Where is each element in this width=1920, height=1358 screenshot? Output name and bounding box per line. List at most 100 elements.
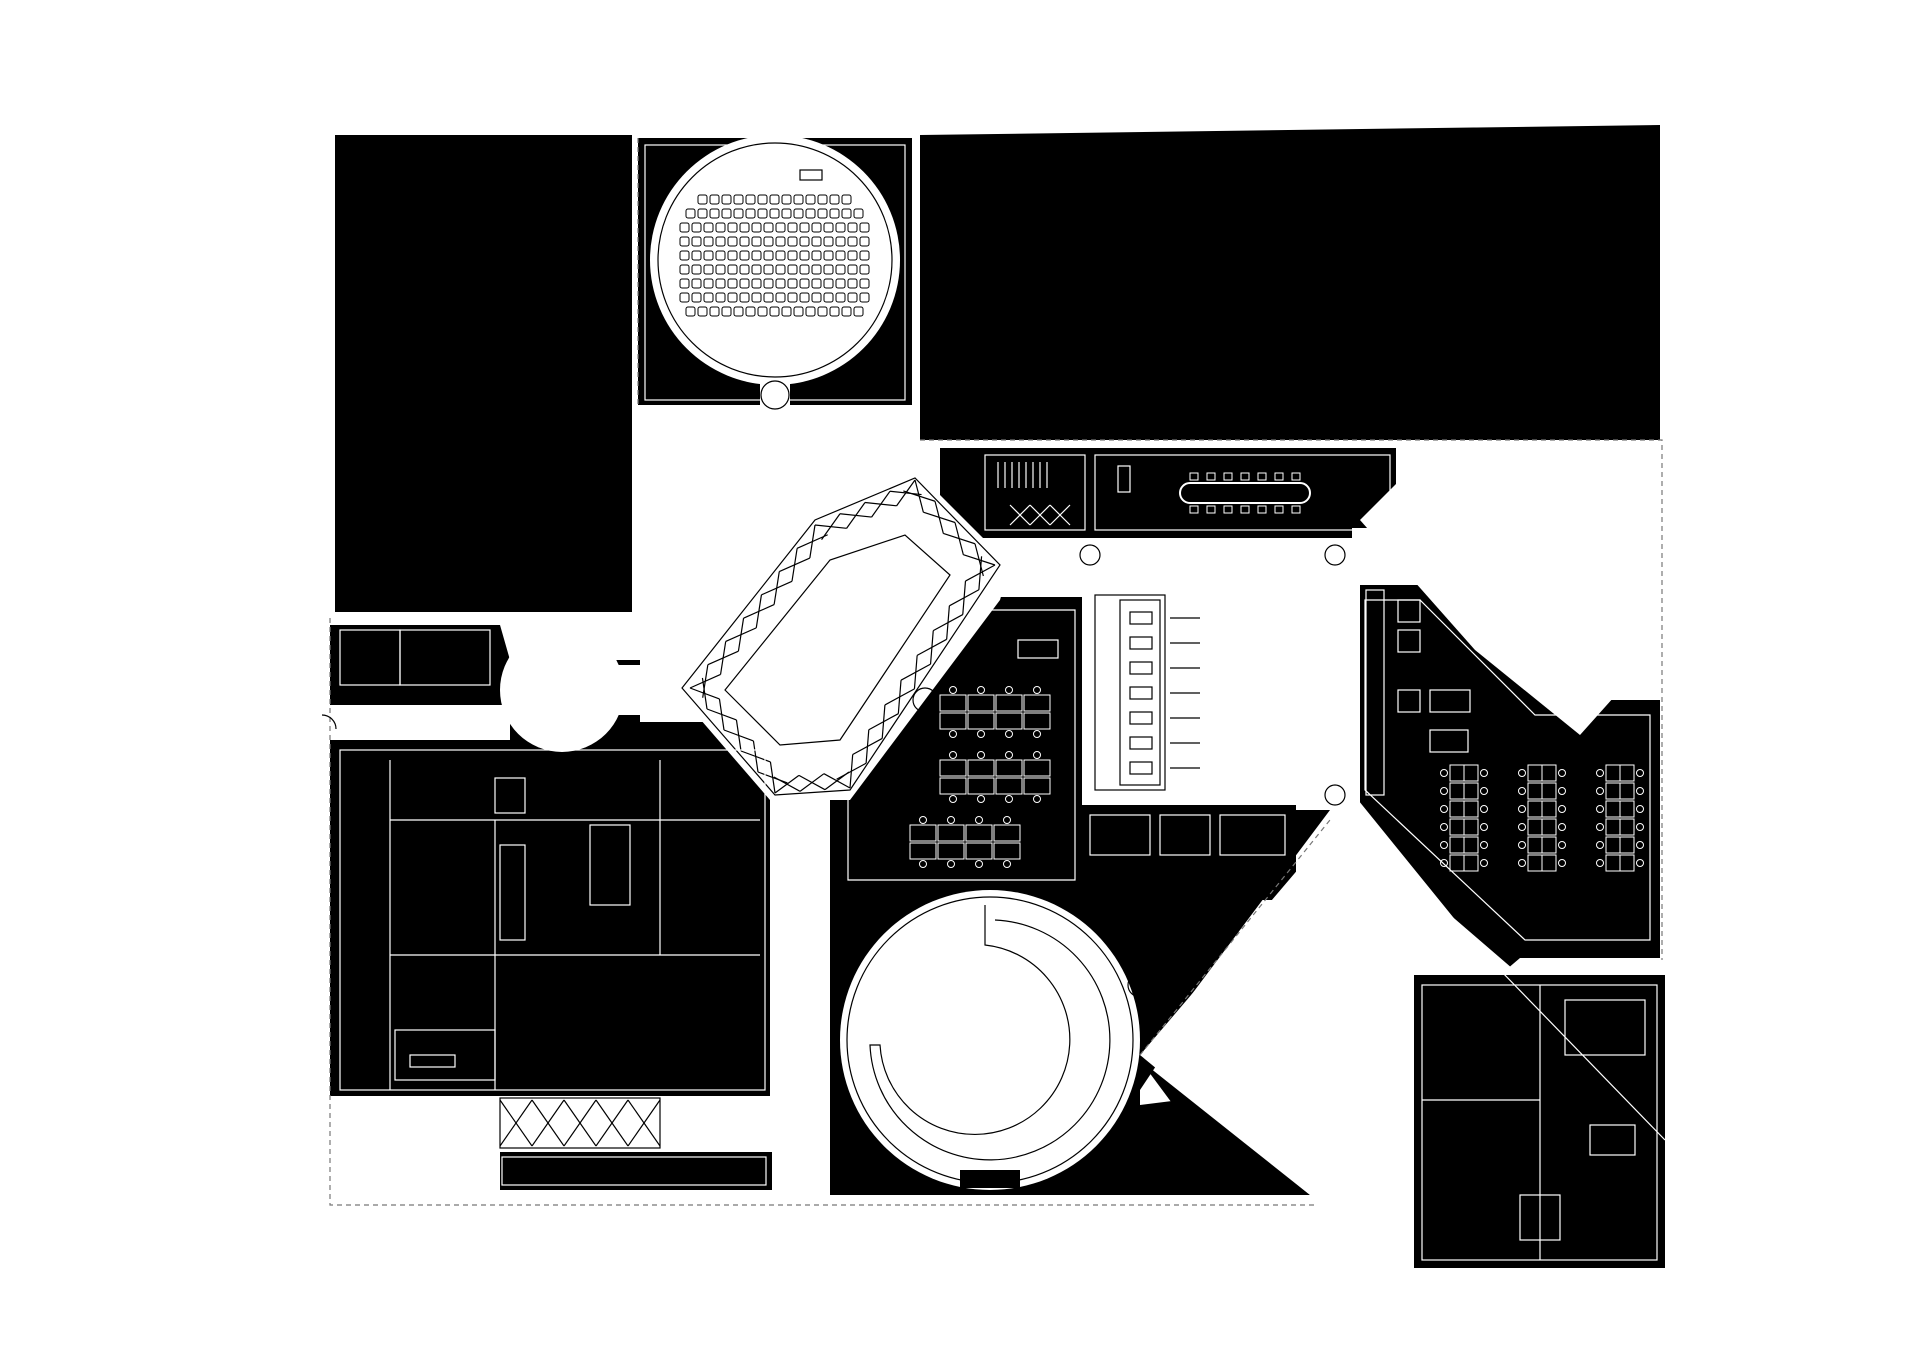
annex-stair — [1589, 1124, 1636, 1156]
office-chair — [1596, 787, 1604, 795]
office-desk — [1463, 854, 1479, 872]
office-chair — [1440, 841, 1448, 849]
classroom-chair — [949, 795, 957, 803]
site-outline-west — [329, 618, 1315, 1206]
washroom-4 — [1429, 689, 1471, 713]
round-vestibule — [500, 628, 624, 752]
auditorium-seat — [691, 292, 702, 303]
stage-seat — [1129, 686, 1153, 700]
site-outline-north — [920, 439, 1663, 960]
west-classroom-desks — [661, 479, 733, 576]
auditorium-seat — [715, 278, 726, 289]
classroom-desk — [677, 530, 691, 542]
east-corridor — [1310, 540, 1360, 810]
meeting-chair — [1291, 472, 1301, 481]
auditorium-seat — [715, 222, 726, 233]
classroom-desk — [719, 564, 733, 576]
auditorium-seat — [805, 208, 816, 219]
neck-link — [612, 665, 690, 715]
truss-brace — [903, 490, 936, 502]
meeting-chair — [1223, 505, 1233, 514]
office-chair — [1596, 769, 1604, 777]
truss-brace — [706, 708, 737, 721]
meeting-chair — [1189, 472, 1199, 481]
central-classroom-block — [830, 597, 1082, 890]
entrance-brace — [595, 1099, 629, 1147]
auditorium-seat — [787, 236, 798, 247]
auditorium-seat — [859, 250, 870, 261]
auditorium-seat — [751, 292, 762, 303]
auditorium-seat — [859, 222, 870, 233]
teacher-desk-west — [684, 591, 714, 605]
service-room-3 — [1219, 814, 1286, 856]
service-room-2 — [1159, 814, 1211, 856]
truss-brace — [963, 554, 996, 566]
auditorium-seat — [703, 222, 714, 233]
auditorium-seat — [697, 194, 708, 205]
stage-seat — [1129, 736, 1153, 750]
classroom-chair — [1033, 751, 1041, 759]
auditorium-seat — [805, 306, 816, 317]
west-lift-detail — [409, 1054, 456, 1068]
classroom-desk — [909, 824, 937, 842]
classroom-desk — [1023, 712, 1051, 730]
auditorium-seat — [721, 208, 732, 219]
auditorium-seat — [847, 264, 858, 275]
classroom-chair — [919, 816, 927, 824]
auditorium-seat — [823, 222, 834, 233]
auditorium-seat — [685, 208, 696, 219]
stair-core — [984, 454, 1086, 531]
round-hall-detail — [846, 896, 1134, 1188]
stage-service-block — [1082, 805, 1296, 900]
truss-brace — [799, 773, 825, 792]
central-classroom-desks — [909, 686, 1051, 868]
central-classroom-wall — [847, 609, 1076, 881]
entrance-brace — [627, 1099, 661, 1147]
classroom-desk — [661, 547, 675, 559]
hall-outer-edge — [681, 477, 1001, 796]
annex-room — [1564, 999, 1646, 1056]
office-desk — [1463, 818, 1479, 836]
classroom-desk — [965, 824, 993, 842]
office-desk — [1619, 836, 1635, 854]
classroom-chair — [947, 860, 955, 868]
auditorium-inner-ring — [657, 142, 893, 378]
auditorium-seat — [859, 264, 870, 275]
auditorium-seat — [679, 236, 690, 247]
east-office — [1364, 589, 1651, 941]
classroom-desk — [719, 513, 733, 525]
classroom-chair — [1005, 686, 1013, 694]
classroom-chair — [1003, 860, 1011, 868]
classroom-desk — [939, 777, 967, 795]
auditorium-entry — [760, 380, 790, 410]
washrooms — [1397, 599, 1471, 713]
south-courtyard — [1140, 820, 1520, 1195]
west-lift — [394, 1029, 496, 1081]
auditorium-seat — [763, 236, 774, 247]
auditorium-seat — [787, 264, 798, 275]
classroom-desk — [677, 564, 691, 576]
classroom-desk — [677, 513, 691, 525]
classroom-desk — [703, 513, 717, 525]
office-desk — [1463, 764, 1479, 782]
classroom-chair — [1005, 730, 1013, 738]
office-chair — [1440, 787, 1448, 795]
hall-inner-edge — [724, 534, 951, 746]
classroom-desk — [939, 712, 967, 730]
auditorium-seat — [727, 250, 738, 261]
auditorium-seat — [811, 250, 822, 261]
classroom-desk — [939, 694, 967, 712]
office-desk — [1463, 800, 1479, 818]
classroom-chair — [977, 751, 985, 759]
auditorium-seat — [691, 250, 702, 261]
auditorium-seat — [751, 278, 762, 289]
meeting-table — [1179, 482, 1311, 504]
stage — [1089, 594, 1286, 856]
auditorium-seat — [829, 208, 840, 219]
auditorium-seat — [715, 264, 726, 275]
auditorium-seat — [799, 264, 810, 275]
classroom-desk — [967, 777, 995, 795]
office-chair — [1440, 823, 1448, 831]
truss-brace — [943, 532, 976, 545]
office-chair — [1636, 769, 1644, 777]
